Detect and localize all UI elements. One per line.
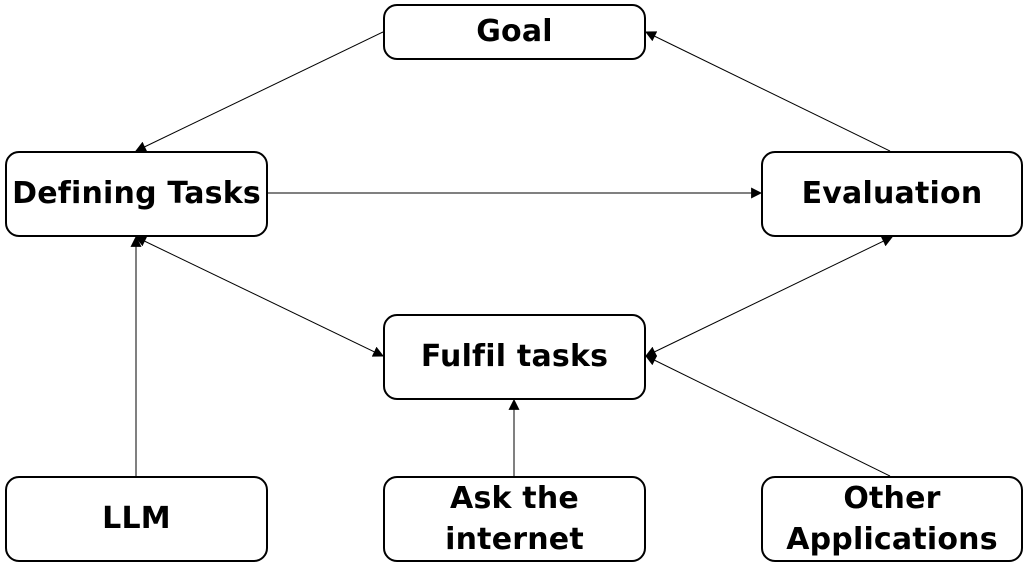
node-llm-label: LLM [102, 501, 171, 537]
node-ask-the-internet-label: Ask the internet [445, 480, 584, 557]
node-fulfil-tasks: Fulfil tasks [383, 314, 646, 400]
node-evaluation: Evaluation [761, 151, 1023, 237]
node-other-applications: Other Applications [761, 476, 1023, 562]
node-defining-tasks-label: Defining Tasks [12, 176, 261, 212]
node-goal-label: Goal [476, 14, 553, 50]
node-goal: Goal [383, 4, 646, 60]
node-defining-tasks: Defining Tasks [5, 151, 268, 237]
edge-defining-tasks-fulfil-tasks [135, 236, 384, 357]
edge-evaluation-to-goal [645, 31, 891, 152]
node-ask-the-internet: Ask the internet [383, 476, 646, 562]
edge-other-applications-to-fulfil-tasks [645, 355, 891, 477]
node-llm: LLM [5, 476, 268, 562]
edge-goal-to-defining-tasks [135, 31, 384, 152]
edge-fulfil-tasks-evaluation [645, 236, 893, 357]
node-evaluation-label: Evaluation [801, 176, 983, 212]
node-fulfil-tasks-label: Fulfil tasks [420, 339, 609, 375]
node-other-applications-label: Other Applications [786, 480, 998, 557]
